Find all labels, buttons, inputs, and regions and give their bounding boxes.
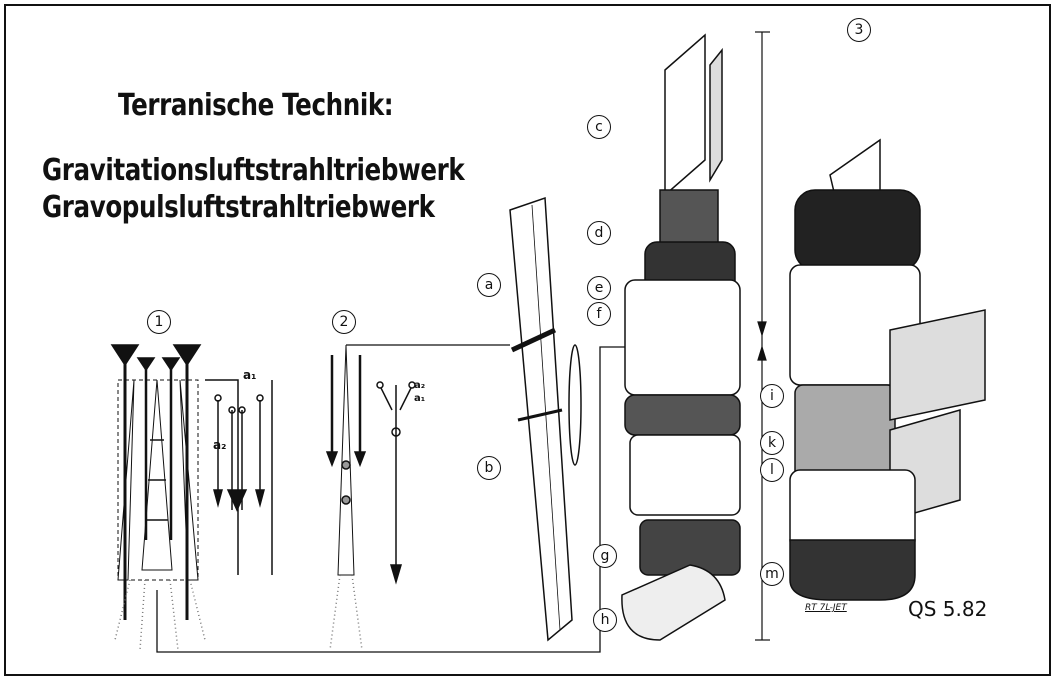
vector-label-a1: a₁	[243, 368, 257, 382]
assembled-engine	[789, 138, 986, 601]
dimension-line	[755, 31, 770, 641]
part-label-f: f	[587, 302, 611, 326]
figure-number-2: 2	[332, 310, 356, 334]
exploded-engine	[621, 33, 741, 641]
figure-2-diagram	[325, 344, 416, 651]
title-engine-1: Gravitationsluftstrahltriebwerk	[42, 153, 465, 188]
part-label-k: k	[760, 431, 784, 455]
vector-label-a2: a₂	[213, 438, 227, 452]
fig2-vector-label-a1: a₁	[414, 393, 426, 404]
dust-trail	[114, 579, 206, 651]
part-label-a: a	[477, 273, 501, 297]
part-label-e: e	[587, 276, 611, 300]
part-label-m: m	[760, 562, 784, 586]
figure-number-3: 3	[847, 18, 871, 42]
figure-number-1: 1	[147, 310, 171, 334]
connector-lines	[156, 344, 625, 653]
part-label-g: g	[593, 544, 617, 568]
part-label-d: d	[587, 221, 611, 245]
fig2-vector-label-a2: a₂	[414, 380, 426, 391]
part-label-l: l	[760, 458, 784, 482]
part-label-i: i	[760, 384, 784, 408]
wing-part	[509, 196, 582, 642]
caption: RT 7L-JET	[805, 603, 847, 613]
part-label-h: h	[593, 608, 617, 632]
drawing-frame	[4, 4, 1051, 676]
artist-signature: QS 5.82	[908, 597, 988, 621]
title-heading: Terranische Technik:	[118, 88, 394, 123]
part-label-c: c	[587, 115, 611, 139]
title-engine-2: Gravopulsluftstrahltriebwerk	[42, 190, 435, 225]
figure-1-diagram	[110, 344, 273, 651]
part-label-b: b	[477, 456, 501, 480]
